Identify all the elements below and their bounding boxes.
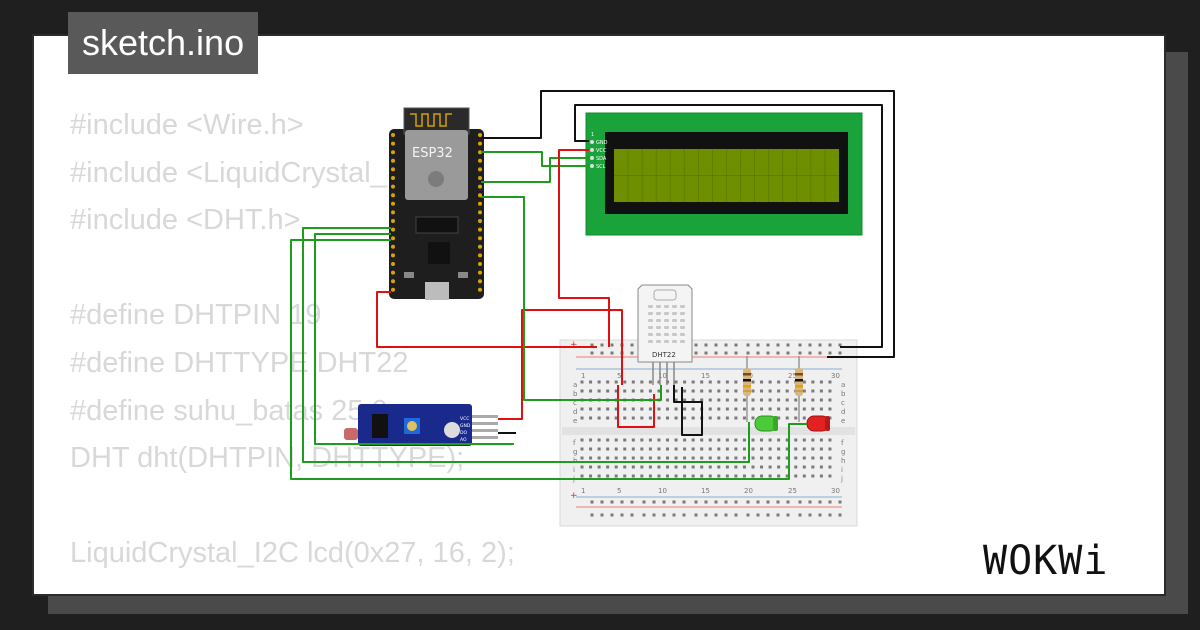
- lcd-pin-gnd: GND: [596, 140, 608, 146]
- lcd-pin-sda: SDA: [596, 156, 607, 162]
- row-letter: f: [573, 439, 576, 447]
- column-number: 25: [788, 487, 797, 495]
- led-green: [754, 415, 778, 432]
- column-number: 1: [581, 487, 585, 495]
- code-line: LiquidCrystal_I2C lcd(0x27, 16, 2);: [70, 537, 515, 570]
- light-sensor-module: VCC GND DO AO: [344, 404, 498, 446]
- wire-green: [290, 239, 807, 480]
- column-number: 10: [658, 372, 667, 380]
- row-letter: e: [841, 417, 845, 425]
- row-letter: f: [841, 439, 844, 447]
- column-number: 20: [744, 487, 753, 495]
- row-letter: d: [841, 408, 845, 416]
- wire-green: [481, 196, 662, 401]
- dht22-sensor: DHT22: [637, 284, 693, 385]
- row-letter: i: [573, 466, 575, 474]
- wire-green: [481, 157, 589, 183]
- column-number: 5: [617, 487, 621, 495]
- row-letter: b: [573, 390, 578, 398]
- code-line: DHT dht(DHTPIN, DHTTYPE);: [70, 442, 465, 475]
- wire-red: [376, 291, 597, 348]
- code-line: #define DHTTYPE DHT22: [70, 346, 409, 379]
- module-pin-ao: AO: [460, 437, 467, 443]
- wire-black: [481, 90, 895, 358]
- wokwi-logo-text: WOKWi: [983, 538, 1108, 584]
- wires: [290, 90, 895, 480]
- module-pin-gnd: GND: [460, 423, 471, 429]
- preview-card: #include <Wire.h>#include <LiquidCrystal…: [32, 34, 1166, 596]
- wire-black: [574, 104, 883, 348]
- row-letter: h: [841, 457, 845, 465]
- column-number: 15: [701, 487, 710, 495]
- row-letter: i: [841, 466, 843, 474]
- lcd-display: 1 GND VCC SDA SCL: [585, 112, 863, 236]
- row-letter: a: [841, 381, 845, 389]
- row-letter: d: [573, 408, 577, 416]
- wire-red: [558, 149, 610, 347]
- module-pin-vcc: VCC: [460, 416, 469, 422]
- row-letter: g: [841, 448, 845, 456]
- wire-green: [302, 227, 750, 463]
- column-number: 25: [788, 372, 797, 380]
- wokwi-logo: WOKWi: [983, 538, 1108, 584]
- resistor: [743, 356, 751, 422]
- code-line: #include <DHT.h>: [70, 204, 301, 237]
- file-name-tab: sketch.ino: [68, 12, 259, 74]
- wire-green: [481, 151, 589, 167]
- row-letter: g: [573, 448, 577, 456]
- column-number: 30: [831, 372, 840, 380]
- row-letter: b: [841, 390, 846, 398]
- wire-black: [673, 385, 703, 436]
- column-number: 30: [831, 487, 840, 495]
- lcd-pin-scl: SCL: [596, 164, 606, 170]
- column-number: 5: [617, 372, 621, 380]
- wire-red: [617, 385, 655, 428]
- column-number: 15: [701, 372, 710, 380]
- code-preview: #include <Wire.h>#include <LiquidCrystal…: [70, 102, 515, 578]
- row-letter: c: [841, 399, 845, 407]
- code-line: #include <Wire.h>: [70, 109, 304, 141]
- rail-plus-top: +: [570, 340, 578, 350]
- column-number: 1: [581, 372, 585, 380]
- breadboard: + + 1 5 10 15 20 25 30 1 5 10 15 20 25 3…: [559, 339, 858, 527]
- row-letter: j: [840, 475, 843, 483]
- dht22-label: DHT22: [652, 351, 676, 359]
- code-line: #define DHTPIN 19: [70, 299, 322, 332]
- row-letter: c: [573, 399, 577, 407]
- row-letter: e: [573, 417, 577, 425]
- wire-red: [498, 309, 623, 420]
- wire-green: [314, 233, 514, 445]
- resistor: [795, 356, 803, 422]
- lcd-pin-number: 1: [591, 132, 594, 138]
- row-letter: a: [573, 381, 577, 389]
- esp32-board: ESP32: [389, 107, 484, 300]
- esp32-label: ESP32: [412, 146, 453, 161]
- led-red: [806, 415, 830, 432]
- lcd-pin-vcc: VCC: [596, 148, 607, 154]
- rail-plus-bottom: +: [570, 491, 578, 501]
- circuit-diagram: + + 1 5 10 15 20 25 30 1 5 10 15 20 25 3…: [290, 90, 895, 527]
- module-pin-do: DO: [460, 430, 467, 436]
- column-number: 10: [658, 487, 667, 495]
